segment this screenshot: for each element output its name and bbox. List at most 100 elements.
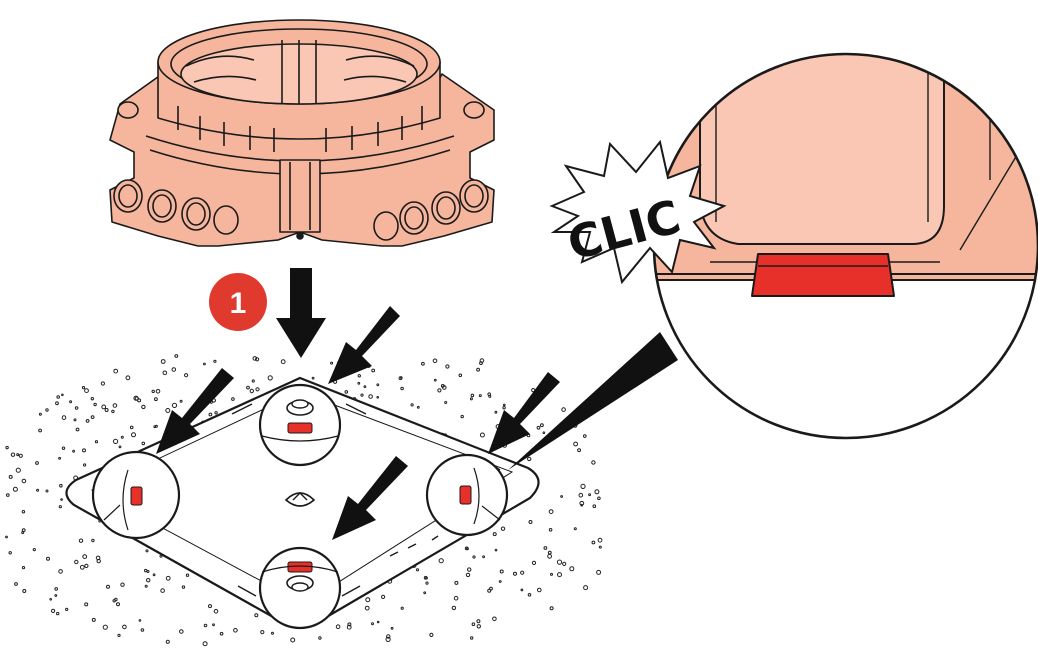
gravel-dot: [59, 483, 63, 488]
gravel-dot: [255, 357, 260, 362]
gravel-dot: [479, 358, 485, 363]
gravel-dot: [466, 547, 469, 551]
gravel-dot: [400, 606, 404, 610]
gravel-dot: [141, 441, 146, 446]
gravel-dot: [85, 419, 90, 423]
zoom-circle-left: [91, 450, 181, 540]
gravel-dot: [73, 418, 77, 422]
gravel-dot: [311, 376, 315, 380]
clic-burst-icon: CLIC: [549, 139, 727, 285]
gravel-dot: [548, 509, 554, 515]
gravel-dot: [476, 367, 481, 372]
gravel-dot: [438, 558, 444, 564]
gravel-dot: [21, 566, 26, 570]
gravel-dot: [488, 394, 492, 398]
gravel-dot: [214, 411, 218, 415]
gravel-dot: [376, 620, 380, 624]
gravel-dot: [5, 445, 9, 450]
gravel-dot: [134, 396, 139, 401]
gravel-dot: [594, 489, 600, 495]
gravel-dot: [498, 580, 502, 583]
gravel-dot: [83, 463, 87, 467]
gravel-dot: [502, 406, 506, 410]
gravel-dot: [131, 432, 136, 438]
gravel-dot: [111, 409, 115, 414]
gravel-dot: [16, 453, 20, 457]
gravel-dot: [125, 375, 131, 381]
gravel-dot: [368, 394, 373, 399]
gravel-dot: [179, 629, 184, 634]
gravel-dot: [84, 602, 89, 607]
gravel-dot: [543, 546, 548, 550]
gravel-dot: [335, 624, 341, 630]
gravel-dot: [82, 448, 86, 453]
gravel-dot: [330, 361, 334, 365]
gravel-dot: [154, 397, 158, 402]
gravel-dot: [45, 408, 49, 412]
zoom-circle-top: [258, 383, 342, 467]
gravel-dot: [569, 566, 575, 572]
gravel-dot: [82, 554, 88, 559]
gravel-dot: [597, 537, 603, 543]
gravel-dot: [117, 633, 121, 638]
gravel-dot: [75, 427, 80, 432]
gravel-dot: [371, 622, 374, 626]
gravel-dot: [583, 585, 589, 591]
gravel-dot: [400, 376, 403, 379]
gravel-dot: [94, 440, 99, 444]
gravel-dot: [184, 373, 189, 378]
gravel-dot: [10, 452, 16, 457]
gravel-dot: [580, 483, 586, 489]
gravel-dot: [51, 608, 56, 614]
gravel-dot: [15, 467, 21, 473]
gravel-dot: [171, 367, 177, 372]
gravel-dot: [118, 445, 122, 449]
gravel-dot: [129, 425, 134, 430]
gravel-dot: [542, 431, 546, 435]
step-badge-icon: 1: [209, 273, 267, 331]
gravel-dot: [14, 582, 18, 586]
gravel-dot: [8, 474, 13, 479]
gravel-dot: [527, 456, 532, 462]
gravel-dot: [500, 526, 506, 531]
gravel-dot: [32, 548, 36, 552]
gravel-dot: [598, 545, 602, 549]
gravel-dot: [423, 591, 427, 595]
gravel-dot: [251, 379, 255, 383]
gravel-dot: [208, 412, 213, 417]
gravel-dot: [390, 626, 394, 630]
junction-box: [109, 19, 495, 247]
gravel-dot: [573, 527, 577, 531]
step-number: 1: [230, 287, 247, 320]
gravel-dot: [385, 636, 391, 643]
gravel-dot: [174, 354, 179, 358]
gravel-dot: [487, 588, 492, 593]
gravel-dot: [531, 560, 537, 566]
gravel-dot: [260, 630, 265, 635]
gravel-dot: [146, 578, 151, 583]
gravel-dot: [499, 569, 504, 574]
gravel-dot: [56, 611, 60, 616]
gravel-dot: [231, 397, 235, 401]
gravel-dot: [471, 622, 476, 627]
gravel-dot: [476, 624, 481, 629]
gravel-dot: [61, 415, 67, 420]
gravel-dot: [49, 598, 53, 601]
gravel-dot: [381, 594, 386, 600]
gravel-dot: [22, 589, 27, 593]
gravel-dot: [45, 489, 49, 493]
gravel-dot: [573, 441, 578, 447]
gravel-dot: [433, 378, 437, 382]
gravel-dot: [144, 584, 148, 588]
gravel-dot: [54, 594, 58, 597]
gravel-dot: [444, 401, 448, 404]
gravel-dot: [213, 359, 217, 363]
gravel-dot: [561, 407, 566, 412]
gravel-dot: [78, 538, 84, 543]
gravel-dot: [588, 493, 591, 497]
gravel-dot: [560, 495, 563, 498]
gravel-dot: [38, 412, 42, 416]
gravel-dot: [246, 385, 250, 390]
gravel-dot: [423, 575, 428, 580]
